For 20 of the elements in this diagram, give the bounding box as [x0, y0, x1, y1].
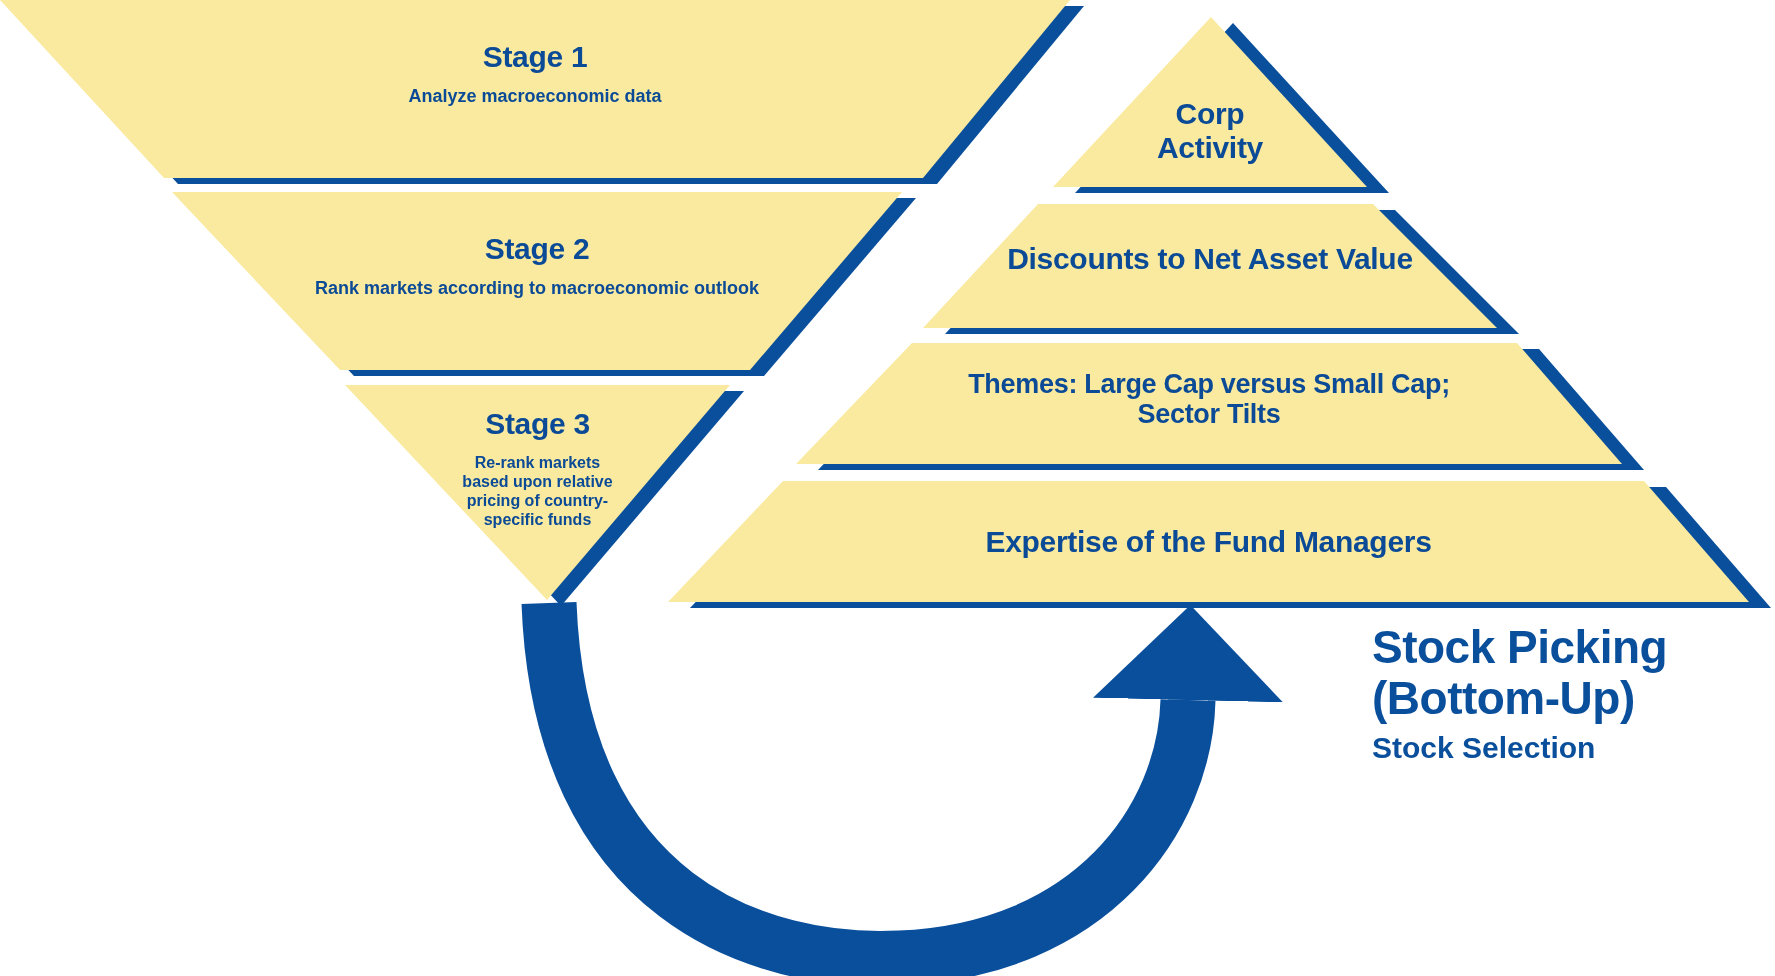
- section-heading: Stock Picking (Bottom-Up): [1372, 622, 1669, 724]
- funnel-stage: [172, 192, 916, 376]
- pyramid-tier: [668, 481, 1771, 608]
- pyramid-tier: [796, 343, 1644, 470]
- stage-title: Stage 2: [483, 232, 591, 266]
- funnel-stage: [345, 385, 744, 606]
- stage-title: Stage 3: [484, 407, 591, 441]
- stage-description: Rank markets according to macroeconomic outlook: [313, 277, 761, 300]
- tier-label: Themes: Large Cap versus Small Cap; Sector Tilts: [967, 369, 1451, 430]
- tier-label: Expertise of the Fund Managers: [984, 525, 1433, 559]
- tier-label: Discounts to Net Asset Value: [1006, 242, 1414, 276]
- stage-title: Stage 1: [481, 40, 589, 74]
- funnel-stage: [0, 0, 1084, 184]
- stage-description: Re-rank markets based upon relative pricing of country-specific funds: [461, 452, 614, 530]
- pyramid-tier: [923, 204, 1519, 334]
- stage-description: Analyze macroeconomic data: [407, 85, 663, 108]
- tier-label: Corp Activity: [1156, 97, 1264, 165]
- curved-arrow: [521, 600, 1283, 976]
- section-subheading: Stock Selection: [1372, 731, 1597, 766]
- pyramid-tier: [1053, 17, 1389, 193]
